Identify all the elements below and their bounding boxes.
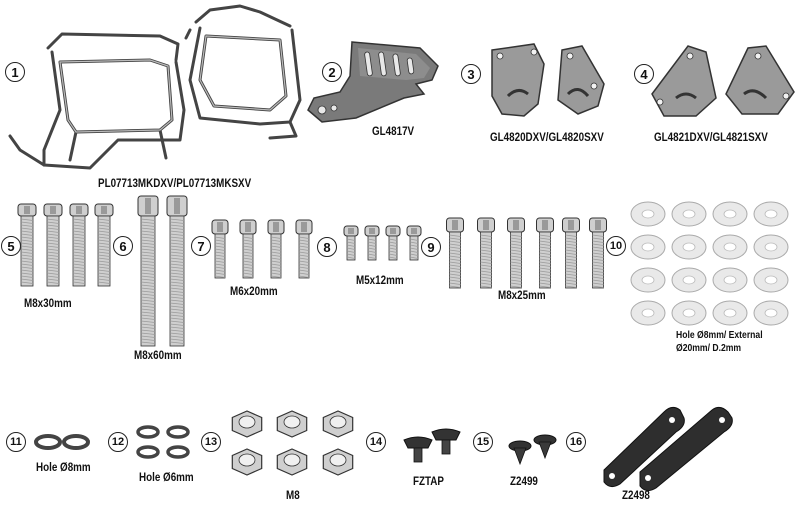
nut-bore-1: [238, 415, 256, 429]
washer-hole-2: [682, 209, 696, 219]
bolt-m6x20-4: [295, 219, 313, 279]
bolt-m5x12-2: [364, 225, 380, 261]
spring-washer-8mm-2: [62, 434, 90, 450]
label-item-2: GL4817V: [372, 124, 415, 138]
nut-bore-2: [283, 415, 301, 429]
washer-hole-9: [641, 275, 655, 285]
washer-hole-1: [641, 209, 655, 219]
item-number-4: 4: [634, 64, 654, 84]
label-item-6: M8x60mm: [134, 348, 182, 362]
bolt-m8x25-4: [536, 217, 554, 289]
spring-washer-6mm-2: [166, 425, 190, 439]
bolt-m6x20-2: [239, 219, 257, 279]
label-item-15: Z2499: [510, 474, 538, 488]
label-item-11: Hole Ø8mm: [36, 460, 91, 474]
washer-hole-3: [723, 209, 737, 219]
plug-fztap-head-1: [403, 436, 433, 449]
label-item-7: M6x20mm: [230, 284, 278, 298]
bolt-m5x12-3: [385, 225, 401, 261]
item-number-8: 8: [317, 237, 337, 257]
bolt-m6x20-3: [267, 219, 285, 279]
plug-fztap-stem-2: [441, 439, 451, 455]
bolt-m8x30-4: [94, 203, 114, 287]
item-number-5: 5: [1, 236, 21, 256]
nut-bore-5: [283, 453, 301, 467]
bolt-m8x25-2: [477, 217, 495, 289]
link-z2498-2: [639, 406, 733, 492]
nut-bore-6: [329, 453, 347, 467]
item-number-16: 16: [566, 432, 586, 452]
item-number-15: 15: [473, 432, 493, 452]
washer-hole-10: [682, 275, 696, 285]
washer-hole-13: [641, 308, 655, 318]
bolt-m5x12-4: [406, 225, 422, 261]
link-hole-4: [719, 417, 725, 423]
item-number-7: 7: [191, 236, 211, 256]
item-number-13: 13: [201, 432, 221, 452]
washer-hole-15: [723, 308, 737, 318]
item-number-2: 2: [322, 62, 342, 82]
link-hole-1: [609, 473, 615, 479]
washer-hole-6: [682, 242, 696, 252]
bolt-m8x25-5: [562, 217, 580, 289]
spring-washer-6mm-3: [136, 445, 160, 459]
label-item-5: M8x30mm: [24, 296, 72, 310]
bolt-m8x25-1: [446, 217, 464, 289]
link-hole-2: [669, 417, 675, 423]
washer-hole-16: [764, 308, 778, 318]
plug-fztap-stem-1: [413, 447, 423, 463]
label-item-3: GL4820DXV/GL4820SXV: [490, 130, 604, 144]
clip-z2499-body-2: [538, 441, 552, 460]
spring-washer-6mm-1: [136, 425, 160, 439]
link-hole-3: [645, 475, 651, 481]
nut-bore-3: [329, 415, 347, 429]
label-item-14: FZTAP: [413, 474, 444, 488]
item-number-14: 14: [366, 432, 386, 452]
item-number-10: 10: [606, 236, 626, 256]
bracket-gl4820-illustration: [491, 43, 605, 117]
plug-fztap-head-2: [431, 428, 461, 441]
label-item-10: Hole Ø8mm/ External Ø20mm/ D.2mm: [676, 329, 763, 354]
bolt-m8x30-2: [43, 203, 63, 287]
bolt-m8x25-6: [589, 217, 607, 289]
washer-hole-4: [764, 209, 778, 219]
label-item-8: M5x12mm: [356, 273, 404, 287]
label-item-13: M8: [286, 488, 300, 502]
spring-washer-8mm-1: [34, 434, 62, 450]
washer-hole-11: [723, 275, 737, 285]
washer-hole-14: [682, 308, 696, 318]
spring-washer-6mm-4: [166, 445, 190, 459]
bolt-m6x20-1: [211, 219, 229, 279]
washer-hole-12: [764, 275, 778, 285]
bracket-gl4821-illustration: [651, 45, 795, 117]
plate-gl4817v-illustration: [307, 41, 439, 123]
bolt-m5x12-1: [343, 225, 359, 261]
label-item-16: Z2498: [622, 488, 650, 502]
bolt-m8x30-1: [17, 203, 37, 287]
nut-bore-4: [238, 453, 256, 467]
washer-hole-8: [764, 242, 778, 252]
link-z2498-1: [603, 406, 685, 488]
item-number-1: 1: [5, 62, 25, 82]
clip-z2499-body-1: [513, 447, 527, 466]
item-number-3: 3: [461, 64, 481, 84]
label-item-9: M8x25mm: [498, 288, 546, 302]
item-number-11: 11: [6, 432, 26, 452]
item-number-9: 9: [421, 237, 441, 257]
bolt-m8x30-3: [69, 203, 89, 287]
washer-hole-7: [723, 242, 737, 252]
label-item-4: GL4821DXV/GL4821SXV: [654, 130, 768, 144]
item-number-6: 6: [113, 236, 133, 256]
washer-hole-5: [641, 242, 655, 252]
label-item-1: PL07713MKDXV/PL07713MKSXV: [98, 176, 252, 190]
label-item-12: Hole Ø6mm: [139, 470, 194, 484]
bolt-m8x60-2: [166, 195, 188, 347]
bolt-m8x60-1: [137, 195, 159, 347]
item-number-12: 12: [108, 432, 128, 452]
bolt-m8x25-3: [507, 217, 525, 289]
